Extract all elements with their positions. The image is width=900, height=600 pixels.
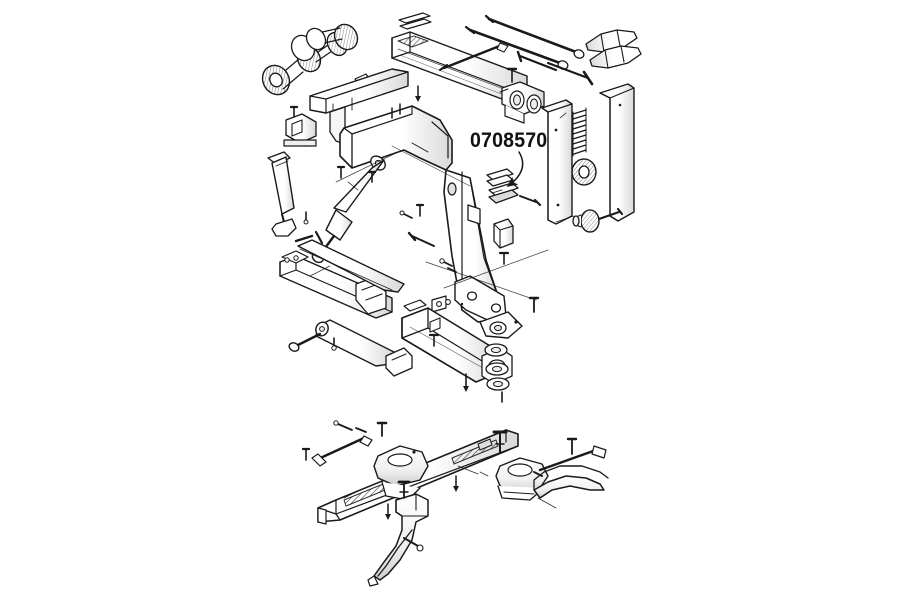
hydraulic-cylinder-left-vertical: [267, 151, 297, 237]
link-rod-upper: [294, 230, 405, 293]
slide-guide-rail-left: [541, 99, 573, 225]
hydraulic-cylinder-lower-left: [288, 319, 413, 377]
callout-leader-0708570: [506, 151, 524, 187]
roller-bushing: [572, 207, 624, 233]
assembly-guide-lines: [309, 145, 575, 301]
callout-part-number: 0708570: [470, 129, 548, 152]
lower-left-small-parts: [301, 420, 388, 467]
pivot-bracket-left: [283, 105, 317, 147]
wedge-block: [493, 218, 514, 265]
pivot-washer-stack: [463, 296, 540, 403]
upper-pointer-ticks: [391, 85, 421, 119]
upper-rod-set: [439, 14, 594, 86]
bottom-pointer-ticks: [385, 475, 459, 520]
pivot-housing-left: [373, 445, 429, 501]
tapered-pin-pair: [585, 29, 642, 69]
coil-spring: [572, 107, 587, 157]
main-boom-arm: [339, 105, 507, 323]
knurled-knob: [571, 158, 597, 186]
twin-bore-cylinder-block: [499, 67, 545, 124]
curved-support-leg-center: [367, 480, 429, 587]
curved-support-leg-right: [533, 437, 609, 499]
slide-guide-rail-right: [599, 83, 635, 222]
bottom-leader-lines: [343, 465, 557, 509]
splined-shaft-assembly: [261, 23, 371, 96]
